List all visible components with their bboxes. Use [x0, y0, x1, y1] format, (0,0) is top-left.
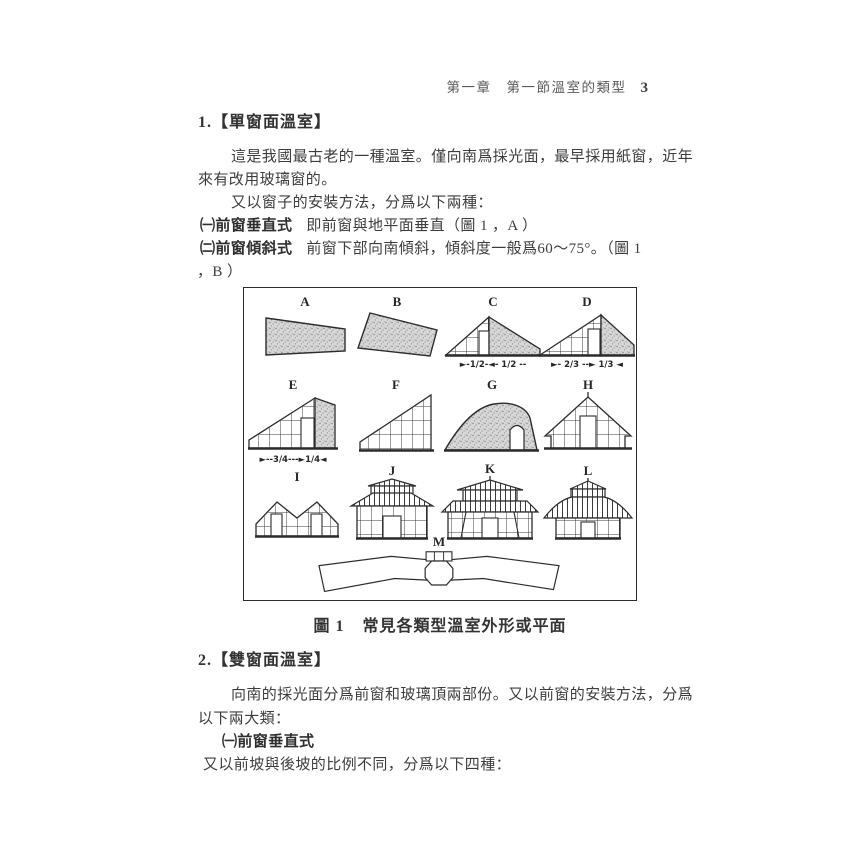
greenhouse-j-shape	[349, 478, 435, 540]
body-line: 向南的採光面分爲前窗和玻璃頂兩部份。又以前窗的安裝方法，分爲	[231, 687, 694, 703]
greenhouse-e-shape	[248, 396, 338, 450]
panel-label: B	[392, 294, 402, 309]
body-line: ，B ）	[197, 264, 243, 280]
panel-label: L	[583, 463, 593, 478]
panel-label: K	[484, 461, 496, 476]
running-header: 第一章 第一節溫室的類型 3	[0, 76, 649, 97]
panel-label: F	[392, 377, 400, 392]
body-line: 又以窗子的安裝方法，分爲以下兩種：	[231, 195, 493, 211]
item-1-text: 即前窗與地平面垂直（圖 1 ，A ）	[306, 218, 538, 234]
greenhouse-f-shape	[359, 393, 434, 452]
greenhouse-g-shape	[443, 402, 539, 452]
figure-caption: 圖 1 常見各類型溫室外形或平面	[243, 612, 637, 636]
panel-label: D	[582, 294, 592, 309]
figure-panel-j: J	[348, 464, 436, 540]
panel-label: A	[300, 294, 310, 309]
dimension-label: ►-1/2-◄- 1/2 --	[459, 360, 527, 370]
dimension-label: ►- 2/3 --► 1/3 ◄	[551, 360, 623, 370]
figure-panel-a: A	[260, 295, 350, 359]
figure-panel-c: C ►-1/2-◄- 1/2 --	[444, 295, 542, 370]
list-item-2: ㈡前窗傾斜式前窗下部向南傾斜，傾斜度一般爲60～75°。（圖 1	[200, 239, 642, 259]
body-line: 以下兩大類：	[198, 711, 291, 727]
panel-label: E	[288, 377, 298, 392]
greenhouse-b-shape	[356, 312, 438, 357]
item-2-text: 前窗下部向南傾斜，傾斜度一般爲60～75°。（圖 1	[306, 241, 642, 257]
body-line: 又以前坡與後坡的比例不同，分爲以下四種：	[203, 757, 512, 773]
greenhouse-c-shape	[444, 315, 541, 357]
greenhouse-k-shape	[440, 476, 540, 540]
figure-panel-m: M	[294, 534, 584, 597]
item-2-label: ㈡前窗傾斜式	[200, 241, 293, 257]
page-number: 3	[640, 80, 649, 96]
panel-label: M	[432, 534, 446, 549]
figure-caption-text: 常見各類型溫室外形或平面	[362, 618, 567, 635]
body-line: 這是我國最古老的一種溫室。僅向南爲採光面，最早採用紙窗，近年	[231, 149, 694, 165]
greenhouse-a-shape	[264, 317, 346, 356]
greenhouse-l-shape	[542, 478, 634, 540]
figure-panel-g: G	[442, 378, 542, 454]
panel-label: H	[582, 377, 594, 392]
panel-label: G	[486, 377, 498, 392]
figure-1-box: A B C ►-1/2-◄- 1/2 -- D	[243, 287, 637, 601]
figure-panel-l: L	[542, 464, 634, 540]
panel-label: C	[488, 294, 498, 309]
figure-panel-i: I	[252, 470, 342, 542]
subsection-label: ㈠前窗垂直式	[222, 734, 315, 750]
body-line: 來有改用玻璃窗的。	[198, 172, 337, 188]
dimension-label: ►--3/4---►1/4◄	[259, 455, 327, 465]
list-item-1: ㈠前窗垂直式即前窗與地平面垂直（圖 1 ，A ）	[200, 216, 537, 236]
greenhouse-d-shape	[538, 313, 635, 357]
item-1-label: ㈠前窗垂直式	[200, 218, 293, 234]
greenhouse-i-shape	[255, 501, 339, 538]
panel-label: I	[294, 469, 300, 484]
figure-panel-d: D ►- 2/3 --► 1/3 ◄	[538, 295, 636, 370]
section-1-heading: 1.【單窗面溫室】	[198, 114, 332, 131]
figure-panel-f: F	[356, 378, 436, 454]
figure-panel-h: H	[542, 378, 634, 454]
section-2-heading: 2.【雙窗面溫室】	[198, 652, 332, 669]
chapter-title: 第一章 第一節溫室的類型	[446, 80, 627, 95]
figure-caption-number: 圖 1	[313, 618, 345, 635]
greenhouse-m-plan	[318, 551, 560, 593]
greenhouse-h-shape	[543, 392, 633, 450]
figure-panel-e: E ►--3/4---►1/4◄	[246, 378, 340, 465]
panel-label: J	[388, 463, 396, 478]
figure-panel-k: K	[440, 462, 540, 542]
figure-panel-b: B	[352, 295, 442, 359]
